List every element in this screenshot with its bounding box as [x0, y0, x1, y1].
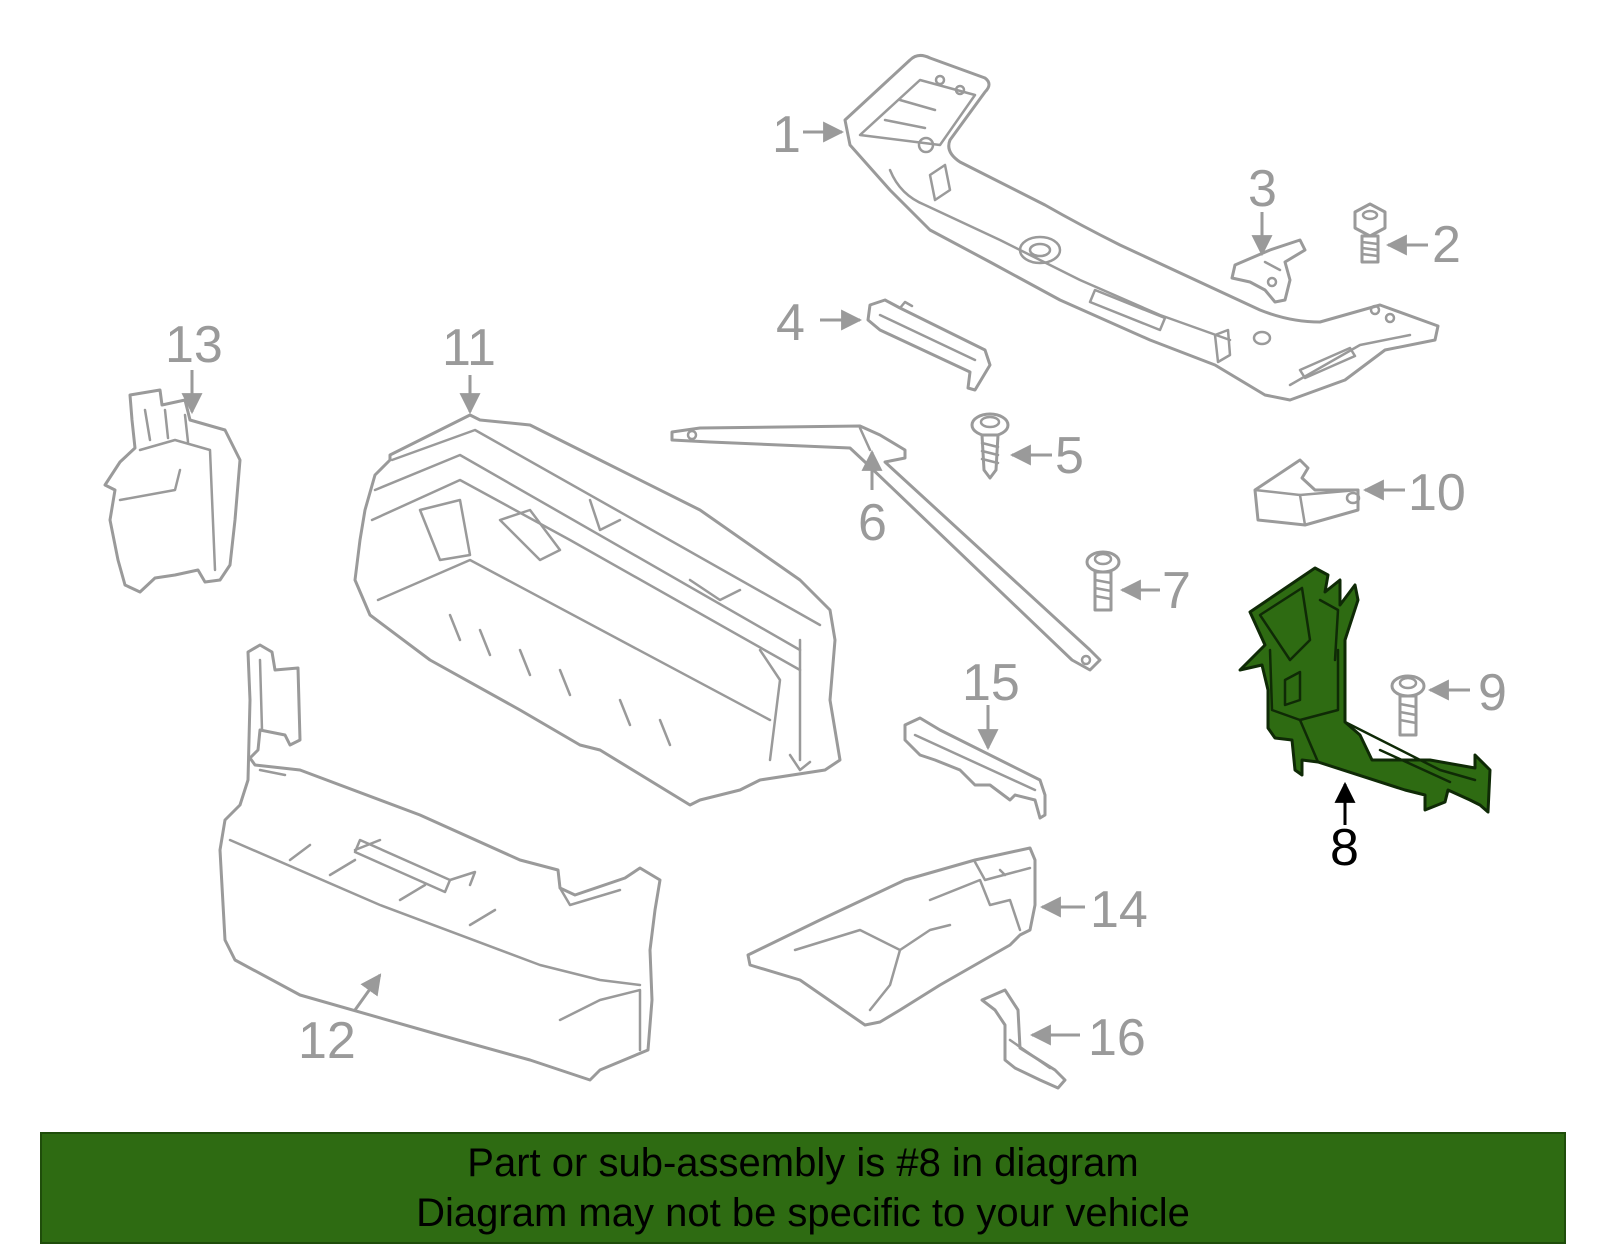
callout-label-14: 14 — [1090, 881, 1148, 939]
callout-label-12: 12 — [298, 1012, 356, 1070]
part-13-side-deflector[interactable] — [103, 388, 242, 594]
part-4-bracket[interactable] — [866, 298, 992, 392]
callout-label-13: 13 — [165, 316, 223, 374]
callout-label-8: 8 — [1330, 819, 1359, 877]
callout-label-6: 6 — [858, 494, 887, 552]
part-15-bracket[interactable] — [903, 716, 1047, 820]
part-5-screw[interactable] — [970, 412, 1010, 480]
callout-8-highlighted: 8 — [1330, 781, 1359, 877]
part-9-screw[interactable] — [1390, 674, 1426, 737]
callout-3: 3 — [1248, 160, 1277, 257]
footer-line-disclaimer: Diagram may not be specific to your vehi… — [416, 1191, 1190, 1235]
callout-4: 4 — [776, 294, 863, 352]
callout-15: 15 — [962, 654, 1020, 751]
callout-label-3: 3 — [1248, 160, 1277, 218]
part-1-upper-support[interactable] — [843, 53, 1440, 402]
part-16-strap[interactable] — [980, 988, 1067, 1090]
callout-14: 14 — [1039, 881, 1148, 939]
footer-line-part-number: Part or sub-assembly is #8 in diagram — [467, 1141, 1139, 1185]
callout-label-2: 2 — [1432, 216, 1461, 274]
part-3-bracket[interactable] — [1230, 238, 1307, 304]
callout-6: 6 — [858, 449, 887, 552]
callout-11: 11 — [442, 319, 496, 415]
callout-label-4: 4 — [776, 294, 805, 352]
callout-9: 9 — [1427, 664, 1507, 722]
callout-5: 5 — [1009, 427, 1084, 485]
part-2-bolt[interactable] — [1353, 202, 1387, 264]
footer-banner: Part or sub-assembly is #8 in diagram Di… — [40, 1132, 1566, 1244]
callout-label-1: 1 — [772, 106, 801, 164]
part-14-air-guide[interactable] — [746, 846, 1037, 1027]
parts-diagram: 1 2 3 4 5 6 7 8 9 10 11 12 — [103, 53, 1507, 1090]
callout-13: 13 — [165, 316, 223, 415]
callout-label-10: 10 — [1408, 464, 1466, 522]
callout-7: 7 — [1119, 562, 1191, 620]
callout-label-11: 11 — [442, 319, 496, 377]
callout-label-7: 7 — [1162, 562, 1191, 620]
callout-12: 12 — [298, 973, 382, 1070]
callout-1: 1 — [772, 106, 845, 164]
callout-2: 2 — [1385, 216, 1461, 274]
callout-16: 16 — [1029, 1009, 1146, 1067]
callout-label-9: 9 — [1478, 664, 1507, 722]
callout-label-15: 15 — [962, 654, 1020, 712]
callout-10: 10 — [1362, 464, 1466, 522]
part-11-radiator-frame[interactable] — [353, 413, 842, 807]
part-7-screw[interactable] — [1085, 550, 1121, 612]
callout-label-5: 5 — [1055, 427, 1084, 485]
part-12-lower-duct[interactable] — [218, 643, 662, 1082]
part-10-block[interactable] — [1253, 458, 1361, 527]
callout-label-16: 16 — [1088, 1009, 1146, 1067]
part-8-bracket-highlighted[interactable] — [1238, 566, 1492, 814]
part-6-brace[interactable] — [670, 424, 1102, 672]
